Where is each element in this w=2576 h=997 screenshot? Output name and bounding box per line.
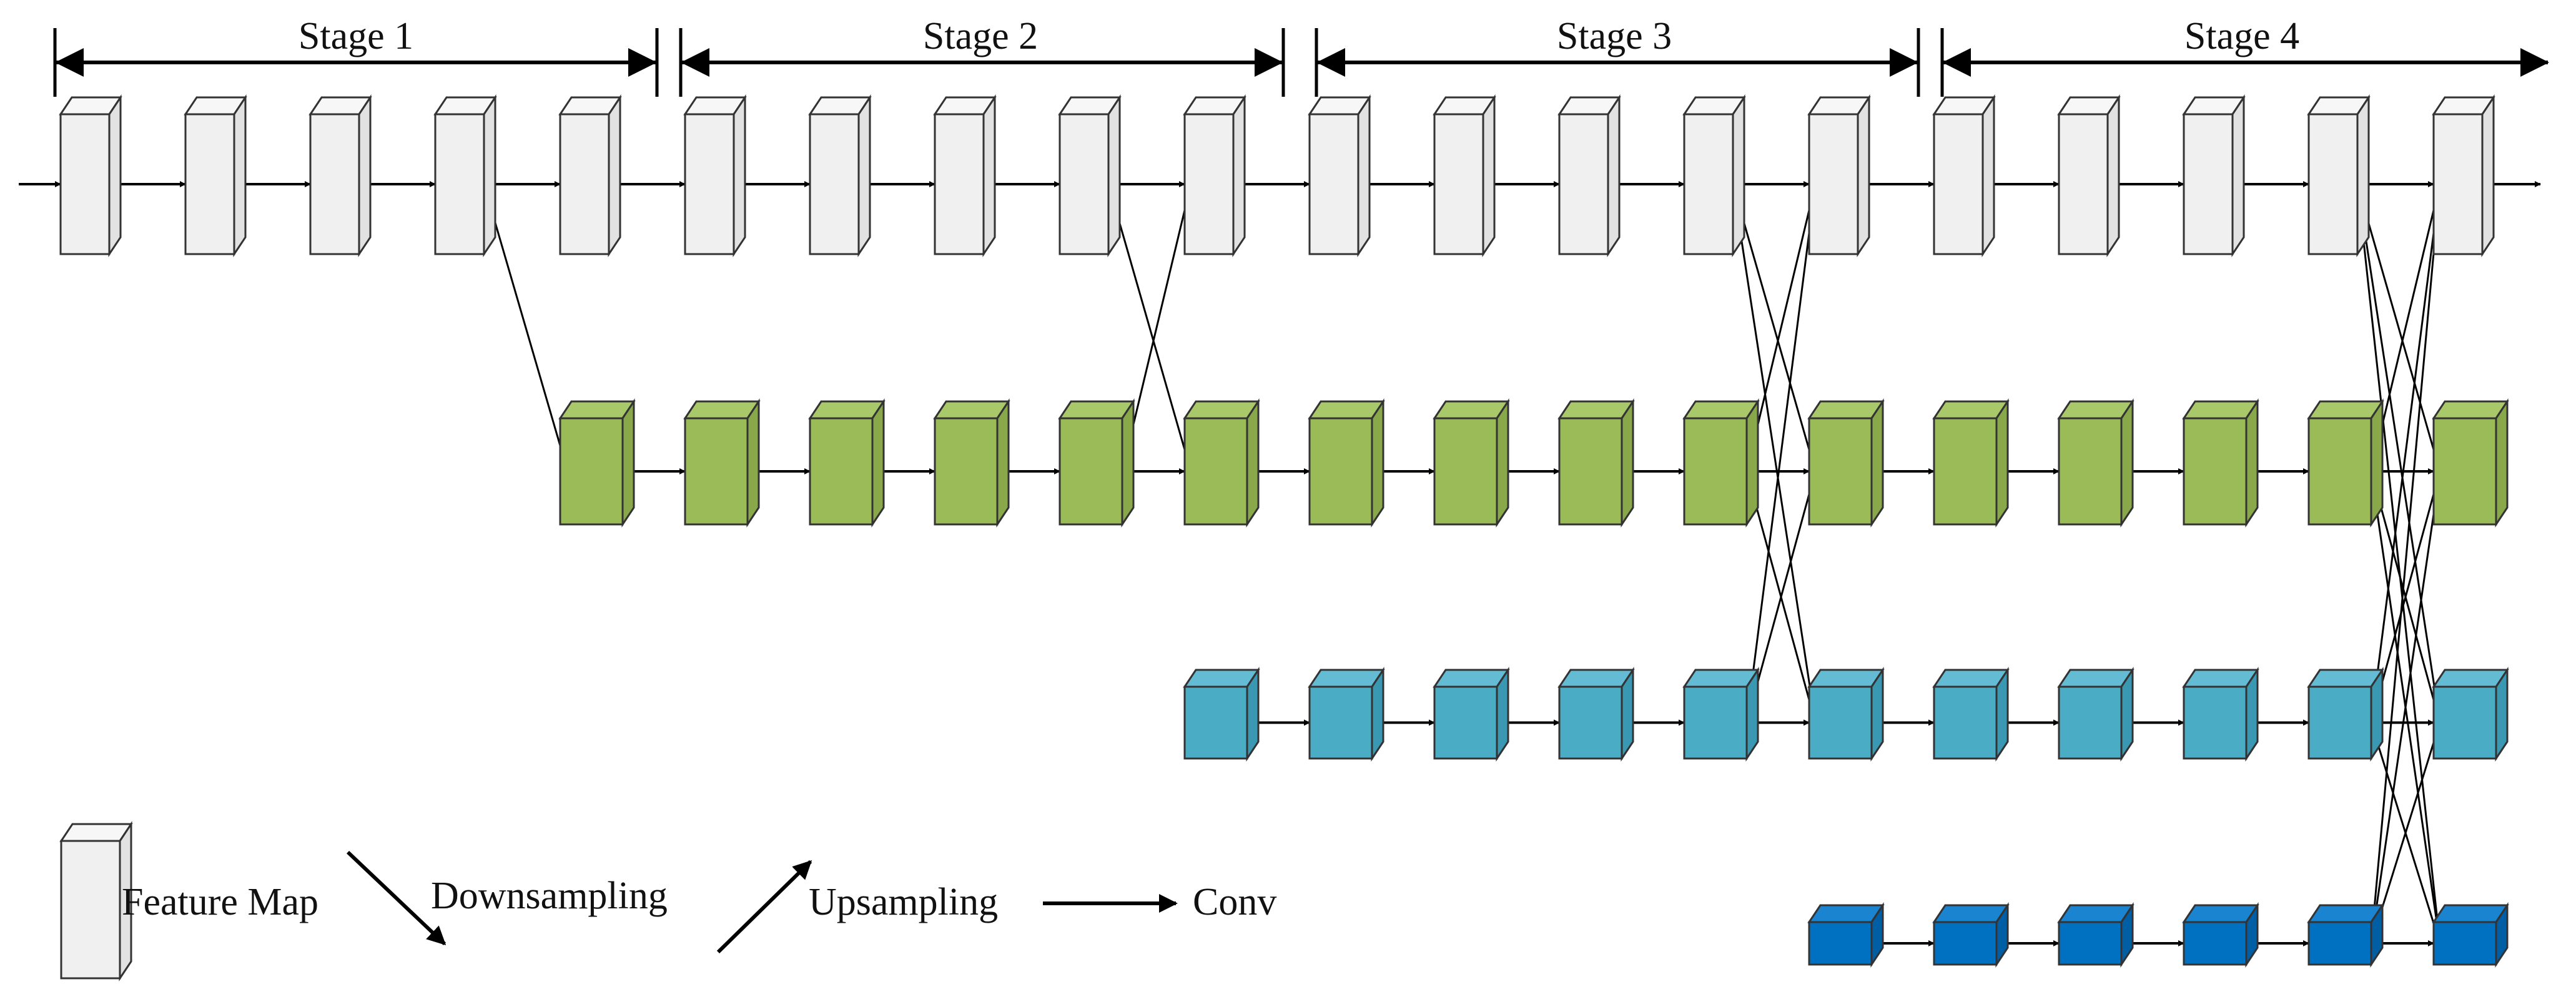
branch-3-feature-map: [1557, 667, 1635, 762]
branch-1-feature-map: [1682, 94, 1746, 257]
branch-3-feature-map: [1682, 667, 1760, 762]
downsampling-arrow: [483, 184, 570, 472]
branch-4-feature-map: [2182, 902, 2259, 968]
conv-connections: [19, 181, 2541, 946]
branch-2-feature-map: [2057, 398, 2134, 528]
branch-1-feature-map: [808, 94, 872, 257]
legend-upsampling-label: Upsampling: [809, 881, 998, 923]
stage-3-marker: Stage 3: [1315, 15, 1920, 97]
upsampling-arrow: [2370, 184, 2443, 944]
branch-2-feature-map: [1932, 398, 2010, 528]
branch-2-feature-map: [1807, 398, 1885, 528]
branch-1-feature-map: [433, 94, 497, 257]
branch-4-feature-map: [2307, 902, 2384, 968]
downsampling-arrow: [2356, 184, 2442, 944]
feature-map-blocks: [59, 94, 2509, 968]
legend-downsampling-label: Downsampling: [431, 875, 668, 917]
downsampling-arrow: [1107, 184, 1193, 472]
downsampling-arrow: [2356, 184, 2442, 724]
branch-2-feature-map: [2432, 398, 2509, 528]
branch-2-feature-map: [1433, 398, 1510, 528]
stage-markers: Stage 1 Stage 2 Stage 3 Stage 4: [53, 15, 2549, 97]
branch-4-feature-map: [1807, 902, 1885, 968]
branch-3-feature-map: [2057, 667, 2134, 762]
branch-2-feature-map: [1308, 398, 1385, 528]
branch-2-feature-map: [1682, 398, 1760, 528]
branch-3-feature-map: [2182, 667, 2259, 762]
branch-2-feature-map: [808, 398, 886, 528]
branch-1-feature-map: [1932, 94, 1996, 257]
branch-1-feature-map: [1058, 94, 1122, 257]
branch-3-feature-map: [1308, 667, 1385, 762]
branch-3-feature-map: [1807, 667, 1885, 762]
stage-4-marker: Stage 4: [1940, 15, 2549, 97]
branch-2-feature-map: [1058, 398, 1135, 528]
downsampling-arrow: [1732, 184, 1817, 472]
branch-3-feature-map: [1932, 667, 2010, 762]
branch-1-feature-map: [1183, 94, 1246, 257]
branch-1-feature-map: [2307, 94, 2371, 257]
branch-1-feature-map: [1807, 94, 1871, 257]
branch-1-feature-map: [184, 94, 247, 257]
branch-1-feature-map: [558, 94, 622, 257]
branch-2-feature-map: [933, 398, 1010, 528]
fusion-connections: [483, 184, 2443, 944]
branch-3-feature-map: [1183, 667, 1260, 762]
upsampling-arrow: [2370, 471, 2442, 944]
branch-2-feature-map: [1557, 398, 1635, 528]
branch-1-feature-map: [1557, 94, 1621, 257]
branch-1-feature-map: [308, 94, 372, 257]
branch-1-feature-map: [2182, 94, 2246, 257]
downsampling-arrow: [2356, 184, 2442, 472]
branch-1-feature-map: [683, 94, 747, 257]
branch-1-feature-map: [1433, 94, 1496, 257]
stage-2-label: Stage 2: [923, 15, 1038, 57]
branch-3-feature-map: [1433, 667, 1510, 762]
branch-3-feature-map: [2307, 667, 2384, 762]
branch-1-feature-map: [2432, 94, 2495, 257]
stage-3-label: Stage 3: [1557, 15, 1672, 57]
branch-1-feature-map: [933, 94, 997, 257]
legend: Feature Map Downsampling Upsampling Conv: [59, 821, 1276, 981]
branch-4-feature-map: [2432, 902, 2509, 968]
branch-2-feature-map: [2307, 398, 2384, 528]
branch-1-feature-map: [2057, 94, 2121, 257]
branch-1-feature-map: [1308, 94, 1371, 257]
stage-1-label: Stage 1: [299, 15, 413, 57]
upsampling-arrow: [1745, 184, 1818, 723]
branch-2-feature-map: [1183, 398, 1260, 528]
downsampling-arrow: [1732, 184, 1818, 724]
upsampling-arrow: [2370, 184, 2442, 723]
branch-2-feature-map: [558, 398, 636, 528]
legend-downsampling-arrow: [346, 850, 447, 946]
branch-4-feature-map: [1932, 902, 2010, 968]
stage-2-marker: Stage 2: [679, 15, 1285, 97]
stage-4-label: Stage 4: [2184, 15, 2299, 57]
branch-1-feature-map: [59, 94, 122, 257]
branch-3-feature-map: [2432, 667, 2509, 762]
legend-upsampling-arrow: [716, 860, 812, 954]
branch-2-feature-map: [683, 398, 761, 528]
legend-conv-label: Conv: [1193, 881, 1276, 923]
branch-4-feature-map: [2057, 902, 2134, 968]
branch-2-feature-map: [2182, 398, 2259, 528]
stage-1-marker: Stage 1: [53, 15, 659, 97]
legend-feature-map-label: Feature Map: [122, 881, 318, 923]
legend-feature-map-icon: [59, 821, 133, 981]
